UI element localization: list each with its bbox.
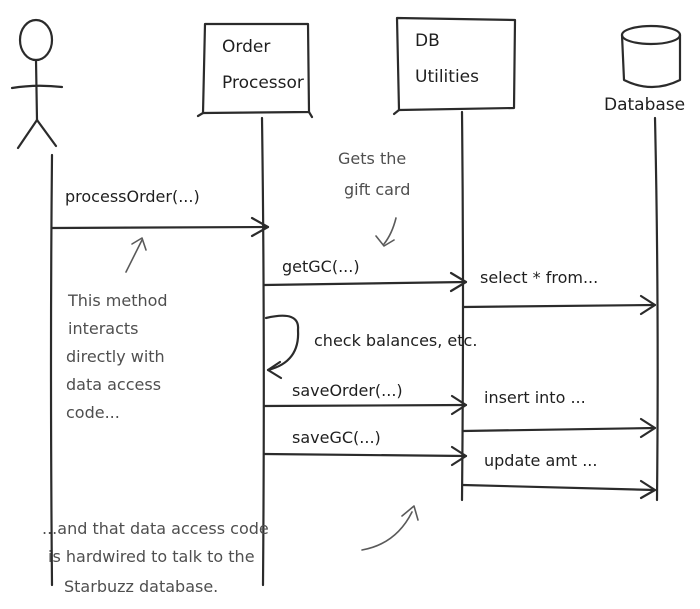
annotation-bottom-note-line3: Starbuzz database.	[64, 577, 218, 596]
message-save-order-label: saveOrder(...)	[292, 381, 403, 400]
annotation-method-note-line1: This method	[67, 291, 168, 310]
message-get-gc-label: getGC(...)	[282, 257, 360, 276]
annotation-bottom-note-arrow	[361, 511, 413, 551]
annotation-method-note-line3: directly with	[66, 347, 165, 366]
annotation-method-note-line5: code...	[66, 403, 120, 422]
annotation-gift-card-line1: Gets the	[338, 149, 406, 168]
message-check-balances: check balances, etc.	[264, 314, 477, 380]
message-insert-into-label: insert into ...	[484, 388, 586, 407]
lifeline-db-utilities	[460, 110, 465, 502]
annotation-bottom-note-line2: is hardwired to talk to the	[48, 547, 255, 566]
annotation-method-note-line4: data access	[66, 375, 161, 394]
message-insert-into: insert into ...	[461, 388, 657, 439]
annotation-gift-card-line2: gift card	[344, 180, 410, 199]
participant-db-utilities-line2: Utilities	[415, 67, 479, 87]
lifeline-database	[653, 116, 659, 502]
participant-database-label: Database	[604, 95, 685, 115]
message-save-gc-label: saveGC(...)	[292, 428, 381, 447]
actor-figure	[10, 18, 64, 150]
order-processor-box: Order Processor	[196, 22, 314, 119]
message-update-amt: update amt ...	[461, 451, 657, 500]
db-utilities-box: DB Utilities	[392, 16, 517, 116]
annotation-method-note-line2: interacts	[68, 319, 139, 338]
message-update-amt-label: update amt ...	[484, 451, 597, 470]
message-select-from-label: select * from...	[480, 268, 598, 287]
lifeline-actor	[49, 153, 54, 587]
database-cylinder-icon: Database	[604, 24, 685, 115]
participant-order-processor-line2: Processor	[222, 73, 304, 93]
message-save-gc: saveGC(...)	[262, 428, 468, 467]
annotation-method-note-arrow	[125, 239, 143, 273]
participant-db-utilities-line1: DB	[415, 31, 440, 51]
message-select-from: select * from...	[461, 268, 657, 316]
message-check-balances-label: check balances, etc.	[314, 331, 477, 350]
message-get-gc: getGC(...)	[262, 257, 468, 293]
annotation-gift-card-arrow	[383, 217, 397, 245]
message-save-order: saveOrder(...)	[262, 381, 468, 416]
annotation-bottom-note-line1: ...and that data access code	[42, 519, 269, 538]
annotation-gift-card: Gets the gift card	[338, 149, 410, 247]
annotation-method-note: This method interacts directly with data…	[66, 237, 168, 422]
message-process-order-label: processOrder(...)	[65, 187, 200, 206]
message-process-order: processOrder(...)	[50, 187, 270, 238]
annotation-bottom-note: ...and that data access code is hardwire…	[42, 505, 419, 596]
lifeline-order-processor	[260, 116, 265, 587]
participant-order-processor-line1: Order	[222, 37, 270, 57]
